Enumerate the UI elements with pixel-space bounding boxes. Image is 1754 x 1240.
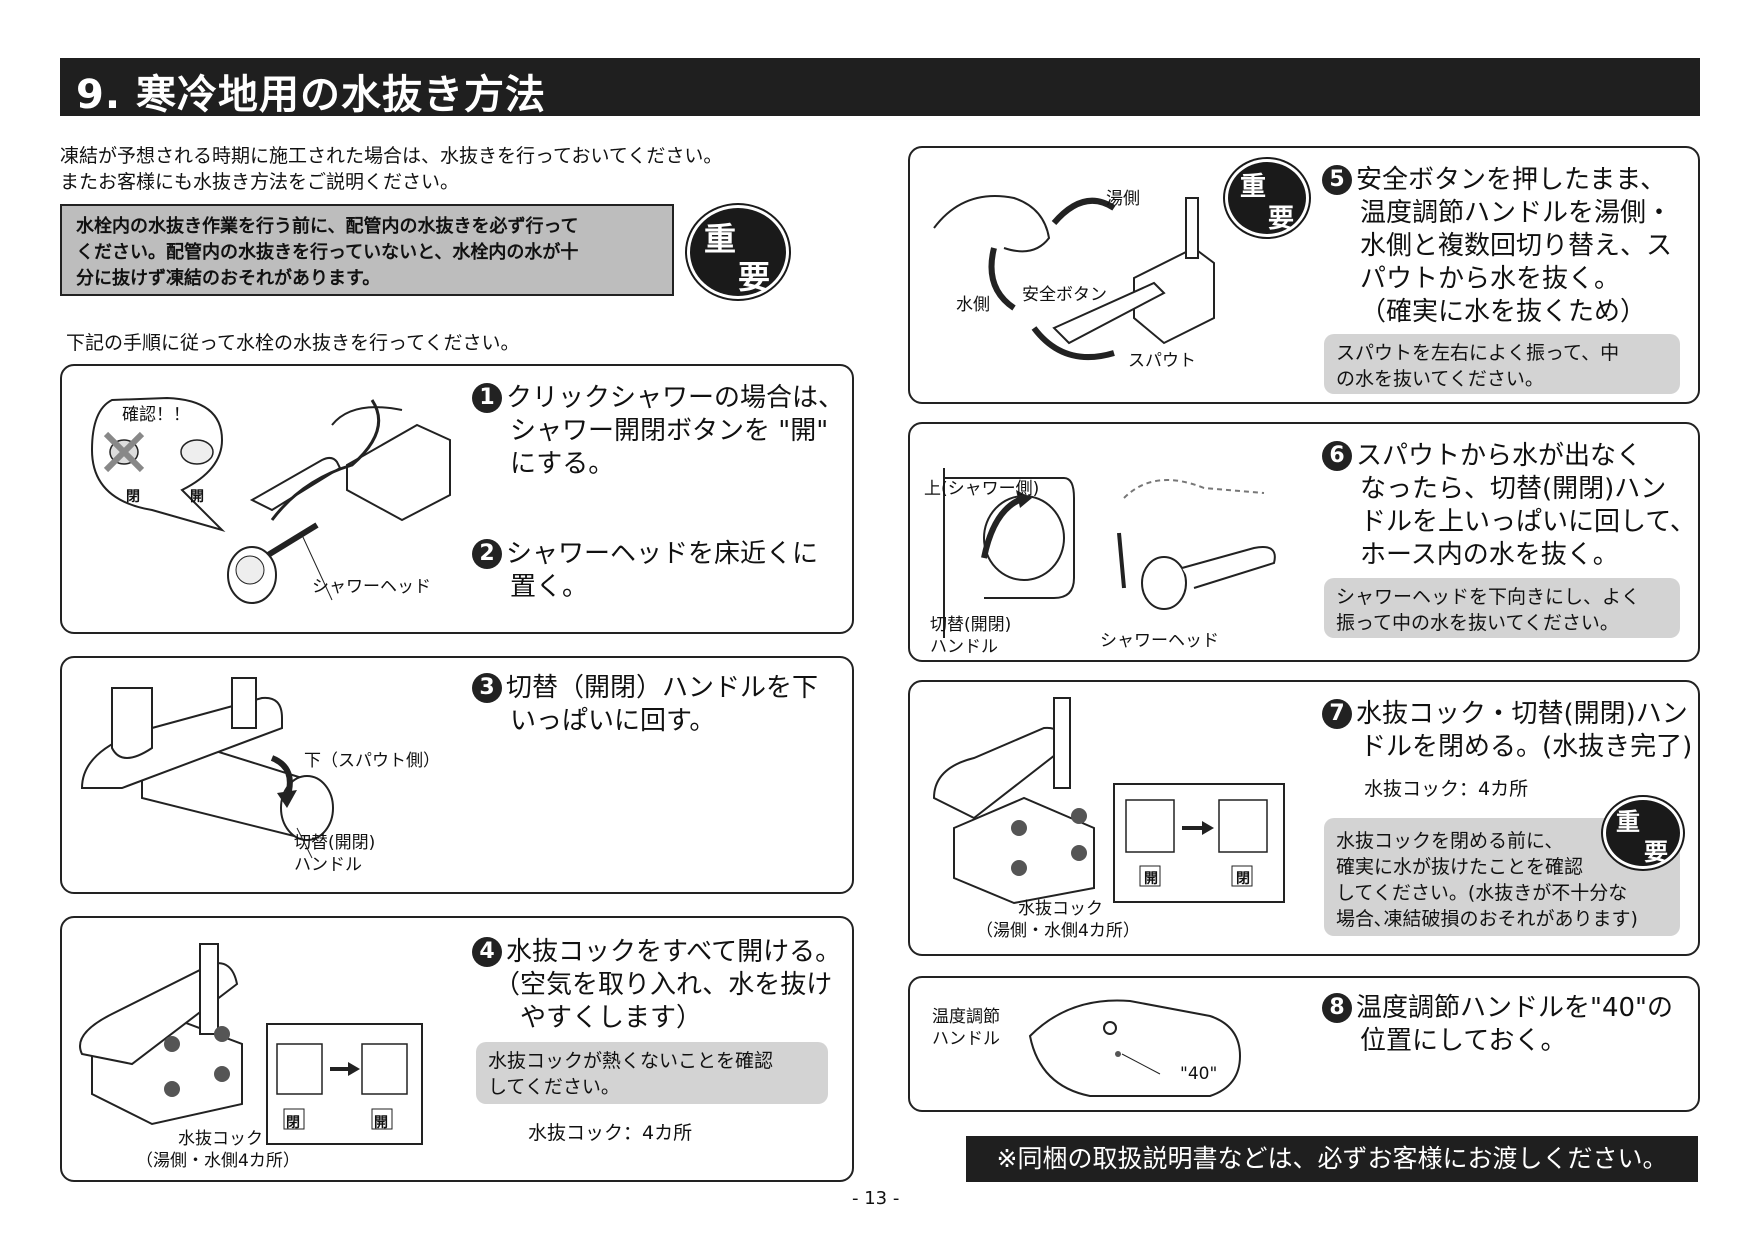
down-spout-label: 下（スパウト側） <box>304 751 440 771</box>
step-6-note: シャワーヘッドを下向きにし、よく 振って中の水を抜いてください。 <box>1324 578 1680 638</box>
warning-line-3: 分に抜けず凍結のおそれがあります。 <box>76 268 381 289</box>
shower-head-label-6: シャワーヘッド <box>1100 631 1219 651</box>
step-4-number: 4 <box>472 937 502 967</box>
shower-drain-illustration <box>943 468 1276 638</box>
close-label: 閉 <box>126 489 140 505</box>
step-7-number: 7 <box>1322 699 1352 729</box>
shower-head-label: シャワーヘッド <box>312 577 431 597</box>
step-2-number: 2 <box>472 539 502 569</box>
page-title: 9. 寒冷地用の水抜き方法 <box>76 72 546 118</box>
switch-handle-label-1: 切替(開閉) <box>294 833 376 853</box>
procedure-intro: 下記の手順に従って水栓の水抜きを行ってください。 <box>66 332 520 354</box>
closed-symbol-7: 閉 <box>1236 871 1250 887</box>
handle-down-illustration <box>80 677 334 859</box>
hot-side-label: 湯側 <box>1106 189 1140 209</box>
drain-cock-label: 水抜コック <box>178 1129 263 1149</box>
warning-box: 水栓内の水抜き作業を行う前に、配管内の水抜きを必ず行って ください。配管内の水抜… <box>60 204 674 296</box>
closed-symbol: 閉 <box>286 1115 300 1131</box>
drain-cock-sub-label-7: （湯側・水側4カ所） <box>976 921 1140 941</box>
close-icon <box>103 431 145 473</box>
important-badge: 重 要 <box>690 208 786 296</box>
confirm-label: 確認！！ <box>122 405 190 425</box>
step-8-number: 8 <box>1322 993 1352 1023</box>
warning-line-2: ください。配管内の水抜きを行っていないと、水栓内の水が十 <box>76 242 579 263</box>
step-7-count: 水抜コック：4カ所 <box>1364 778 1529 800</box>
important-badge-step-5: 重 要 <box>1228 162 1306 234</box>
open-symbol: 開 <box>374 1115 388 1131</box>
temp-handle-label-2: ハンドル <box>932 1029 1000 1049</box>
safety-button-illustration <box>933 195 1215 361</box>
drain-cock-open-illustration <box>79 943 423 1145</box>
open-label: 開 <box>190 489 204 505</box>
swing-arrow-icon <box>1031 326 1115 361</box>
safety-button-label: 安全ボタン <box>1022 285 1107 305</box>
intro-line-1: 凍結が予想される時期に施工された場合は、水抜きを行っておいてください。 <box>60 145 723 167</box>
important-badge-step-7: 重 要 <box>1606 800 1680 866</box>
up-shower-label: 上(シャワー側) <box>924 479 1040 499</box>
drain-cock-sub-label: （湯側・水側4カ所） <box>136 1151 300 1171</box>
drain-cock-close-illustration <box>932 697 1285 905</box>
step-6-number: 6 <box>1322 441 1352 471</box>
badge-top: 重 <box>704 220 737 258</box>
temp-handle-label-1: 温度調節 <box>932 1007 1000 1027</box>
forty-marker-icon <box>1115 1051 1121 1057</box>
rotate-arrow-icon <box>1051 197 1116 225</box>
temp-handle-illustration <box>1028 999 1242 1097</box>
step-4-count: 水抜コック：4カ所 <box>528 1122 693 1144</box>
drain-cock-label-7: 水抜コック <box>1018 899 1103 919</box>
step-5-note: スパウトを左右によく振って、中 の水を抜いてください。 <box>1324 334 1680 394</box>
cold-side-label: 水側 <box>956 295 990 315</box>
footer-note: ※同梱の取扱説明書などは、必ずお客様にお渡しください。 <box>966 1136 1698 1182</box>
open-icon <box>180 439 214 465</box>
switch-handle-label-6b: ハンドル <box>930 637 998 657</box>
shower-illustration <box>90 396 451 604</box>
shower-head-down-icon <box>1141 556 1187 610</box>
switch-handle-label-6a: 切替(開閉) <box>930 615 1012 635</box>
page-number: - 13 - <box>852 1188 900 1209</box>
title-bar: 9. 寒冷地用の水抜き方法 <box>60 58 1700 118</box>
step-5-number: 5 <box>1322 165 1352 195</box>
warning-line-1: 水栓内の水抜き作業を行う前に、配管内の水抜きを必ず行って <box>76 216 579 237</box>
badge-bottom: 要 <box>738 258 771 296</box>
forty-label: "40" <box>1180 1064 1218 1084</box>
spout-label: スパウト <box>1128 351 1196 371</box>
switch-handle-label-2: ハンドル <box>294 855 362 875</box>
step-4-note: 水抜コックが熱くないことを確認 してください。 <box>476 1042 828 1104</box>
intro-line-2: またお客様にも水抜き方法をご説明ください。 <box>60 171 460 193</box>
open-symbol-7: 開 <box>1144 871 1158 887</box>
step-3-number: 3 <box>472 673 502 703</box>
step-1-number: 1 <box>472 383 502 413</box>
